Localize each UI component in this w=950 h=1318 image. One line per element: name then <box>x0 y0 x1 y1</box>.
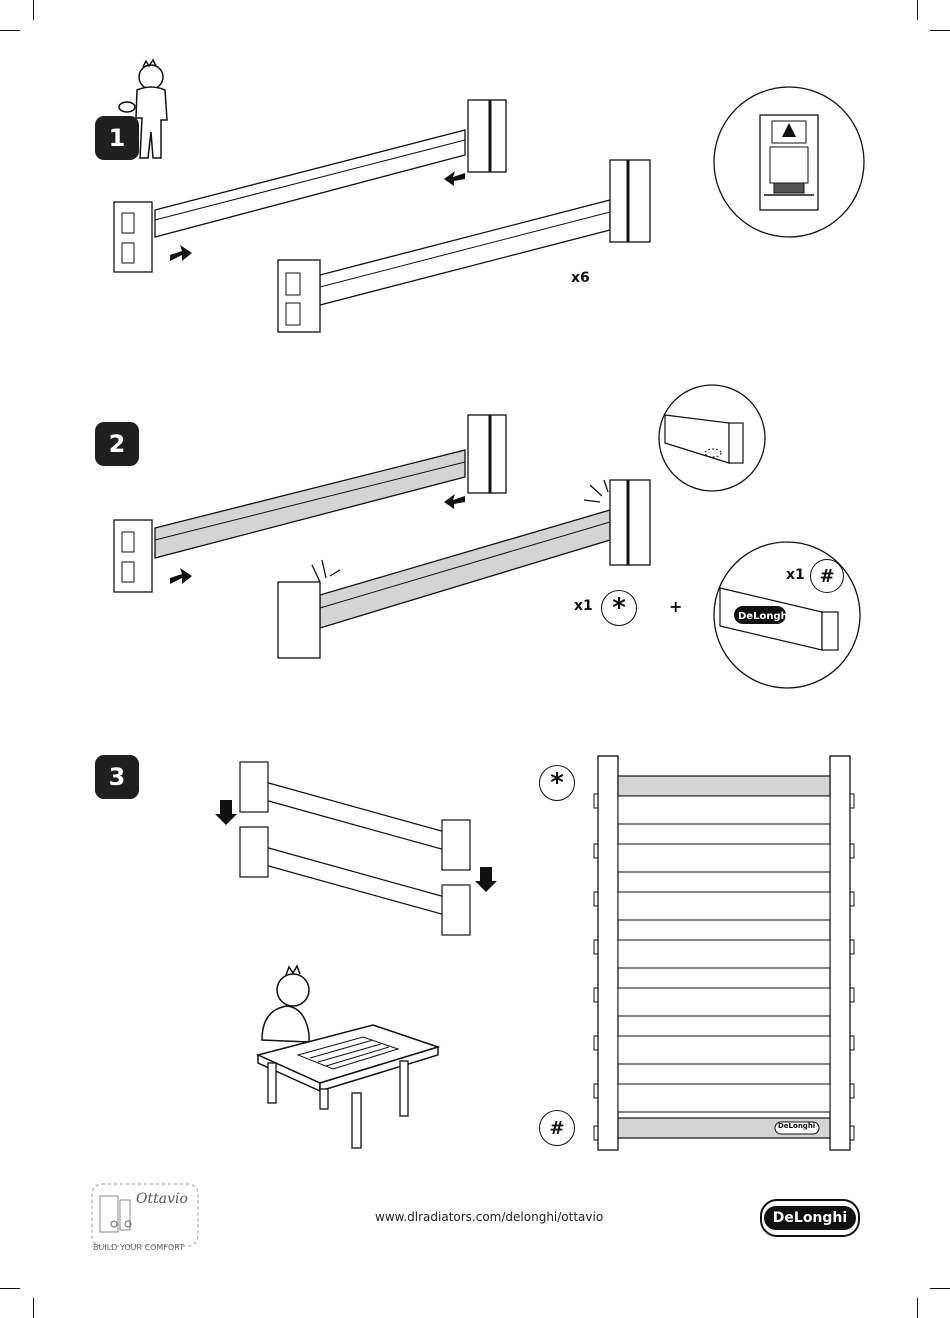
crop-mark <box>930 1288 950 1289</box>
hash-symbol: # <box>810 559 844 593</box>
crop-mark <box>0 1288 20 1289</box>
step2-assembly-drawing <box>100 410 660 670</box>
step1-quantity: x6 <box>571 270 590 286</box>
hash-symbol: # <box>539 1110 575 1146</box>
step1-assembly-drawing <box>100 95 660 345</box>
bar-logo: DeLonghi <box>738 611 791 622</box>
crop-mark <box>33 0 34 20</box>
crop-mark <box>917 0 918 20</box>
delonghi-logo: DeLonghi <box>760 1199 860 1237</box>
crop-mark <box>930 30 950 31</box>
crop-mark <box>917 1298 918 1318</box>
step1-detail-circle <box>712 85 866 239</box>
plus-sign: + <box>669 597 682 616</box>
step-number-badge: 3 <box>95 755 139 799</box>
ottavio-script: Ottavio <box>136 1191 188 1207</box>
delonghi-wordmark: DeLonghi <box>764 1206 856 1230</box>
asterisk-symbol: * <box>601 590 637 626</box>
person-at-table-drawing <box>248 965 448 1150</box>
website-url[interactable]: www.dlradiators.com/delonghi/ottavio <box>375 1210 603 1224</box>
asterisk-symbol: * <box>539 765 575 801</box>
step2-bar-end-detail <box>657 383 767 493</box>
step2-quantity-left: x1 <box>574 598 593 614</box>
crop-mark <box>0 30 20 31</box>
radiator-front-view <box>595 754 860 1154</box>
ottavio-tagline: BUILD YOUR COMFORT <box>93 1243 184 1252</box>
step3-stacking-drawing <box>210 752 500 942</box>
crop-mark <box>33 1298 34 1318</box>
radiator-logo: DeLonghi <box>778 1122 815 1130</box>
step2-quantity-right: x1 <box>786 567 805 583</box>
